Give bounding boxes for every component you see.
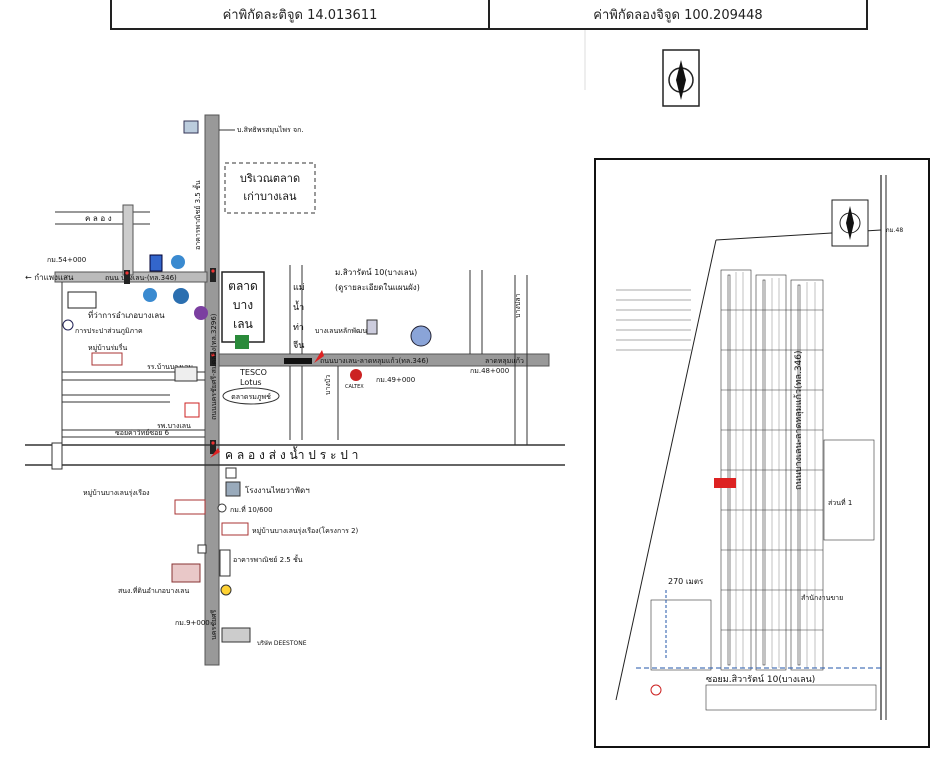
- site-soi-label: ซอยม.สิวารัตน์ 10(บางเลน): [706, 673, 815, 685]
- nakhon-bottom-label: นครชัยศรี: [210, 609, 218, 640]
- km9-label: กม.9+000: [175, 619, 210, 627]
- market-label-1: ตลาด: [228, 279, 258, 293]
- road-bangphasi-label: ถนนบางเลน-ลาดหลุมแก้ว(ทล.346): [320, 357, 429, 365]
- village-rungruang2-label: หมู่บ้านบางเลนรุ่งเรือง(โครงการ 2): [252, 526, 359, 535]
- coordinates-table: ค่าพิกัดละติจูด 14.013611 ค่าพิกัดลองจิจ…: [110, 0, 868, 30]
- canal-top-label: ค ล อ ง: [85, 214, 112, 223]
- main-road-vertical: [204, 114, 220, 666]
- soi6-label: ซอยค่าวิทย์ซอย 6: [115, 429, 170, 437]
- site-plan: ถนนบางเลน-ลาดหลุมแก้ว(ทล.346) กม.48: [615, 175, 903, 720]
- km10600-label: กม.ที่ 10/600: [230, 505, 273, 514]
- site-dimension-label: 270 เมตร: [668, 577, 704, 586]
- river-label-4: จีน: [293, 340, 304, 351]
- land-office-label: สนง.ที่ดินอำเภอบางเลน: [118, 586, 189, 595]
- bank-label: บ.สิทธิพรสมุนไพร จก.: [237, 125, 304, 134]
- compass-letter: N: [677, 77, 684, 88]
- site-zone-label: ส่วนที่ 1: [828, 498, 852, 507]
- district-office-label: ที่ว่าการอำเภอบางเลน: [88, 309, 165, 320]
- market-label-2: บาง: [233, 298, 253, 312]
- village-ruenrom-label: หมู่บ้านร่มรื่น: [88, 343, 128, 352]
- village-rungruang-label: หมู่บ้านบางเลนรุ่งเรือง: [83, 489, 150, 497]
- market-area-label-1: บริเวณตลาด: [240, 172, 300, 185]
- canal-main-label: ค ล อ ง ส่ ง น้ำ ป ร ะ ป า: [225, 446, 358, 462]
- market-mongkol-label: ตลาดรมภูพช์: [231, 393, 271, 401]
- tesco-label-2: Lotus: [240, 378, 262, 387]
- bangpa-label: บางปลา: [514, 293, 522, 318]
- river-label-1: แม่: [293, 283, 305, 293]
- bangkok-shop-label: บางเลนหลักพัฒนา: [315, 327, 371, 335]
- north-compass-icon: N: [662, 49, 700, 107]
- market-area-label-2: เก่าบางเลน: [243, 190, 297, 203]
- shophouse-top-label: อาคารพาณิชย์ 3.5 ชั้น: [191, 180, 202, 250]
- latitude-cell: ค่าพิกัดละติจูด 14.013611: [222, 7, 378, 23]
- bangbua-label: บางบัว: [324, 375, 332, 395]
- kamphaeng-label: ← กำแพงแสน: [25, 273, 74, 282]
- road346-short-label: ถนน บางเลน-(ทล.346): [105, 274, 177, 282]
- factory-label: โรงงานไทยวาฟัดฯ: [245, 485, 310, 495]
- project-name-label: ม.สิวารัตน์ 10(บางเลน): [335, 267, 417, 277]
- caltex-label: CALTEX: [345, 384, 364, 390]
- site-plan-frame: ถนนบางเลน-ลาดหลุมแก้ว(ทล.346) กม.48: [594, 158, 930, 748]
- lat-lum-kaew-label: ลาดหลุมแก้ว: [485, 357, 524, 365]
- shophouse-bottom-label: อาคารพาณิชย์ 2.5 ชั้น: [233, 553, 303, 564]
- longitude-cell: ค่าพิกัดลองจิจูด 100.209448: [488, 0, 866, 28]
- school-label: รร.บ้านบางเลน: [147, 363, 193, 371]
- site-km48-label: กม.48: [886, 227, 903, 234]
- pea-label: การประปาส่วนภูมิภาค: [75, 327, 143, 335]
- tesco-label-1: TESCO: [239, 368, 267, 377]
- deestone-label: บริษัท DEESTONE: [257, 640, 307, 647]
- km48-label: กม.48+000: [470, 367, 509, 375]
- site-road-label: ถนนบางเลน-ลาดหลุมแก้ว(ทล.346): [793, 350, 804, 490]
- project-detail-label: (ดูรายละเอียดในแผนผัง): [335, 283, 420, 293]
- site-compass-icon: [831, 199, 869, 247]
- km49-label: กม.49+000: [376, 376, 415, 384]
- market-label-3: เลน: [233, 317, 253, 331]
- km54-label: กม.54+000: [47, 256, 86, 264]
- river-label-3: ท่า: [293, 323, 304, 333]
- hospital-label: รพ.บางเลน: [157, 422, 191, 430]
- river-label-2: น้ำ: [293, 300, 304, 313]
- site-office-label: สำนักงานขาย: [801, 594, 843, 602]
- nakhon-road-label: ถนนนครชัยศรี-สมคลอง(ทล.3296): [210, 313, 218, 420]
